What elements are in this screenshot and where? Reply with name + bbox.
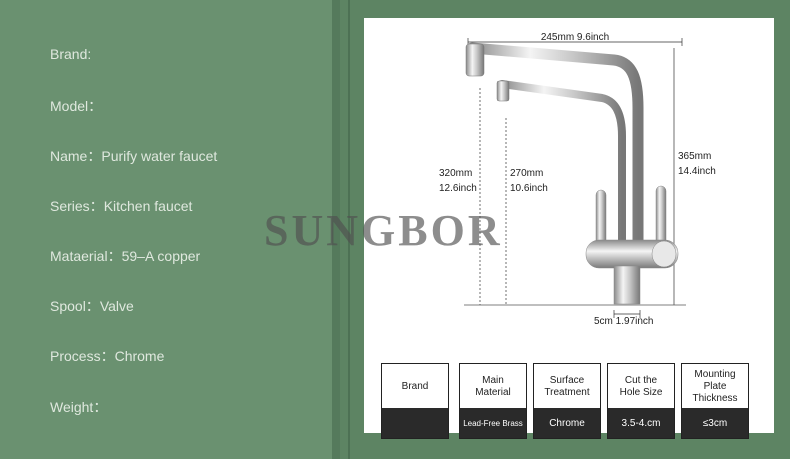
spec-name: Name：Purify water faucet <box>50 146 217 166</box>
header-line: Brand <box>401 381 429 392</box>
spec-material: Mataerial：59–A copper <box>50 246 200 266</box>
height-mid-mm-label: 270mm <box>510 168 543 179</box>
header-line: Plate <box>703 381 727 392</box>
spec-value: 59–A copper <box>121 248 201 264</box>
panel-divider <box>348 0 350 459</box>
header-line: Cut the <box>624 375 658 386</box>
spec-label: Name： <box>50 148 102 164</box>
spec-label: Spool： <box>50 298 100 314</box>
body-end-cap <box>651 240 677 268</box>
faucet-diagram: 245mm 9.6inch 320mm 12.6inch 270mm 10.6i… <box>439 32 716 327</box>
spec-label: Brand: <box>50 46 92 62</box>
table-header: Brand <box>382 364 448 410</box>
brand-watermark: SUNGBOR <box>264 206 503 255</box>
spec-value: Chrome <box>114 348 165 364</box>
spec-value: Kitchen faucet <box>103 198 193 214</box>
spec-weight: Weight： <box>50 397 107 417</box>
spec-label: Process： <box>50 348 115 364</box>
height-mid-in-label: 10.6inch <box>510 183 548 194</box>
product-card: 245mm 9.6inch 320mm 12.6inch 270mm 10.6i… <box>364 18 774 439</box>
spec-label: Weight： <box>50 399 108 415</box>
height-left-in-label: 12.6inch <box>439 183 477 194</box>
faucet-base <box>613 265 641 305</box>
width-label: 245mm 9.6inch <box>541 32 609 43</box>
header-line: Treatment <box>544 387 590 398</box>
height-right-in-label: 14.4inch <box>678 166 716 177</box>
base-label: 5cm 1.97inch <box>594 316 653 327</box>
header-line: Hole Size <box>619 387 663 398</box>
spec-brand: Brand: <box>50 46 91 62</box>
header-line: Thickness <box>692 393 738 404</box>
spec-label: Series： <box>50 198 104 214</box>
spec-label: Mataerial： <box>50 248 122 264</box>
spec-series: Series：Kitchen faucet <box>50 196 192 216</box>
spec-table-brand: Brand <box>381 363 449 439</box>
table-value: Lead-Free Brass <box>460 408 526 438</box>
header-line: Main <box>482 375 504 386</box>
outer-spout <box>466 42 644 249</box>
spec-value: Purify water faucet <box>101 148 218 164</box>
spec-value: Valve <box>99 298 134 314</box>
inner-spout-head <box>496 80 510 102</box>
table-value: ≤3cm <box>682 408 748 438</box>
header-line: Mounting <box>694 369 736 380</box>
spec-panel: Brand: Model： Name：Purify water faucet S… <box>0 0 340 459</box>
height-left-mm-label: 320mm <box>439 168 472 179</box>
spec-spool: Spool：Valve <box>50 296 134 316</box>
table-value: 3.5-4.cm <box>608 408 674 438</box>
height-right-mm-label: 365mm <box>678 151 711 162</box>
spec-process: Process：Chrome <box>50 346 164 366</box>
table-value <box>382 408 448 438</box>
spec-label: Model： <box>50 98 103 114</box>
header-line: Surface <box>549 375 585 386</box>
outer-spout-head <box>465 43 485 77</box>
header-line: Material <box>475 387 511 398</box>
inner-spout <box>498 80 626 247</box>
spec-model: Model： <box>50 96 102 116</box>
table-value: Chrome <box>534 408 600 438</box>
